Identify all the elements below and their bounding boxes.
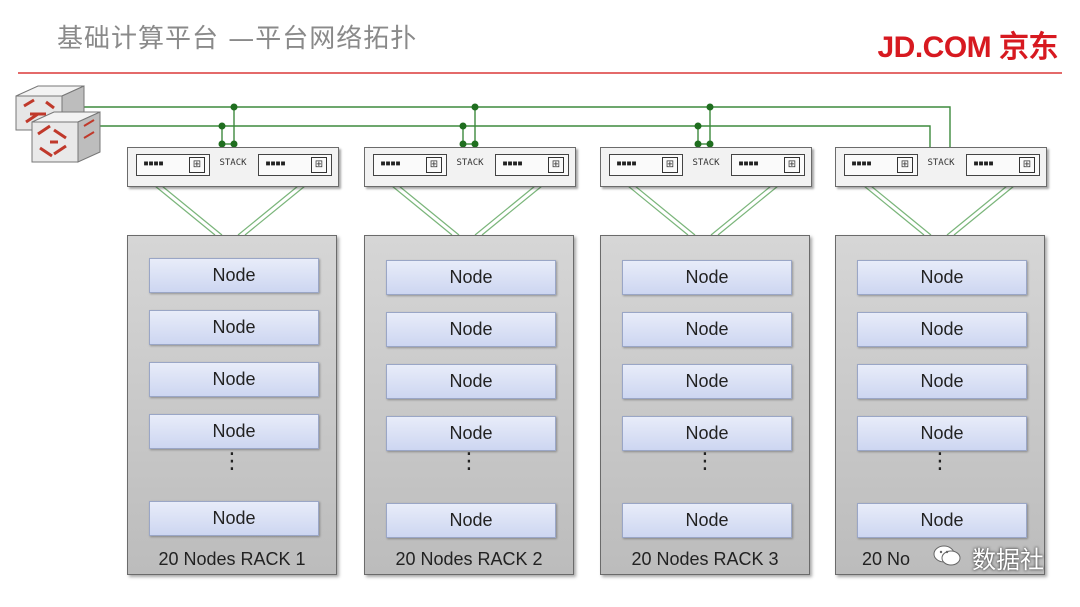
node-box: Node (149, 310, 319, 345)
switch-stack-2: ▪▪▪▪⊞ STACK ▪▪▪▪⊞ (364, 147, 576, 187)
node-box: Node (149, 362, 319, 397)
switch-stack-3: ▪▪▪▪⊞ STACK ▪▪▪▪⊞ (600, 147, 812, 187)
node-box: Node (386, 364, 556, 399)
node-box: Node (622, 364, 792, 399)
stack-label: STACK (927, 158, 955, 168)
node-box: Node (857, 503, 1027, 538)
node-box: Node (149, 414, 319, 449)
stack-label: STACK (692, 158, 720, 168)
node-box: Node (622, 503, 792, 538)
tor-switch: ▪▪▪▪⊞ (136, 154, 210, 176)
rack-4: Node Node Node Node ⋮ Node 20 No (835, 235, 1045, 575)
wechat-icon (933, 545, 961, 566)
stack-label: STACK (219, 158, 247, 168)
node-box: Node (386, 503, 556, 538)
header-divider (18, 72, 1062, 74)
node-box: Node (857, 416, 1027, 451)
switch-stack-4: ▪▪▪▪⊞ STACK ▪▪▪▪⊞ (835, 147, 1047, 187)
node-box: Node (386, 260, 556, 295)
node-box: Node (149, 501, 319, 536)
rack-1: Node Node Node Node ⋮ Node 20 Nodes RACK… (127, 235, 337, 575)
tor-switch: ▪▪▪▪⊞ (373, 154, 447, 176)
node-box: Node (149, 258, 319, 293)
page-title: 基础计算平台 —平台网络拓扑 (57, 24, 418, 54)
rack-label: 20 No (862, 549, 911, 569)
node-box: Node (857, 260, 1027, 295)
rack-label: 20 Nodes RACK 1 (158, 549, 306, 569)
tor-switch: ▪▪▪▪⊞ (844, 154, 918, 176)
tor-switch: ▪▪▪▪⊞ (258, 154, 332, 176)
tor-switch: ▪▪▪▪⊞ (731, 154, 805, 176)
ellipsis: ⋮ (458, 449, 480, 474)
node-box: Node (386, 416, 556, 451)
core-switch-icon (15, 85, 101, 163)
tor-switch: ▪▪▪▪⊞ (495, 154, 569, 176)
tor-switch: ▪▪▪▪⊞ (609, 154, 683, 176)
node-box: Node (622, 312, 792, 347)
ellipsis: ⋮ (221, 449, 243, 474)
node-box: Node (386, 312, 556, 347)
ellipsis: ⋮ (929, 449, 951, 474)
brand-logo: JD.COM 京东 (877, 31, 1058, 64)
node-box: Node (622, 260, 792, 295)
switch-stack-1: ▪▪▪▪⊞ STACK ▪▪▪▪⊞ (127, 147, 339, 187)
node-box: Node (857, 312, 1027, 347)
watermark-text: 数据社 (972, 546, 1044, 574)
tor-switch: ▪▪▪▪⊞ (966, 154, 1040, 176)
node-box: Node (622, 416, 792, 451)
stack-label: STACK (456, 158, 484, 168)
node-box: Node (857, 364, 1027, 399)
rack-2: Node Node Node Node ⋮ Node 20 Nodes RACK… (364, 235, 574, 575)
ellipsis: ⋮ (694, 449, 716, 474)
rack-3: Node Node Node Node ⋮ Node 20 Nodes RACK… (600, 235, 810, 575)
rack-label: 20 Nodes RACK 3 (631, 549, 779, 569)
rack-label: 20 Nodes RACK 2 (395, 549, 543, 569)
